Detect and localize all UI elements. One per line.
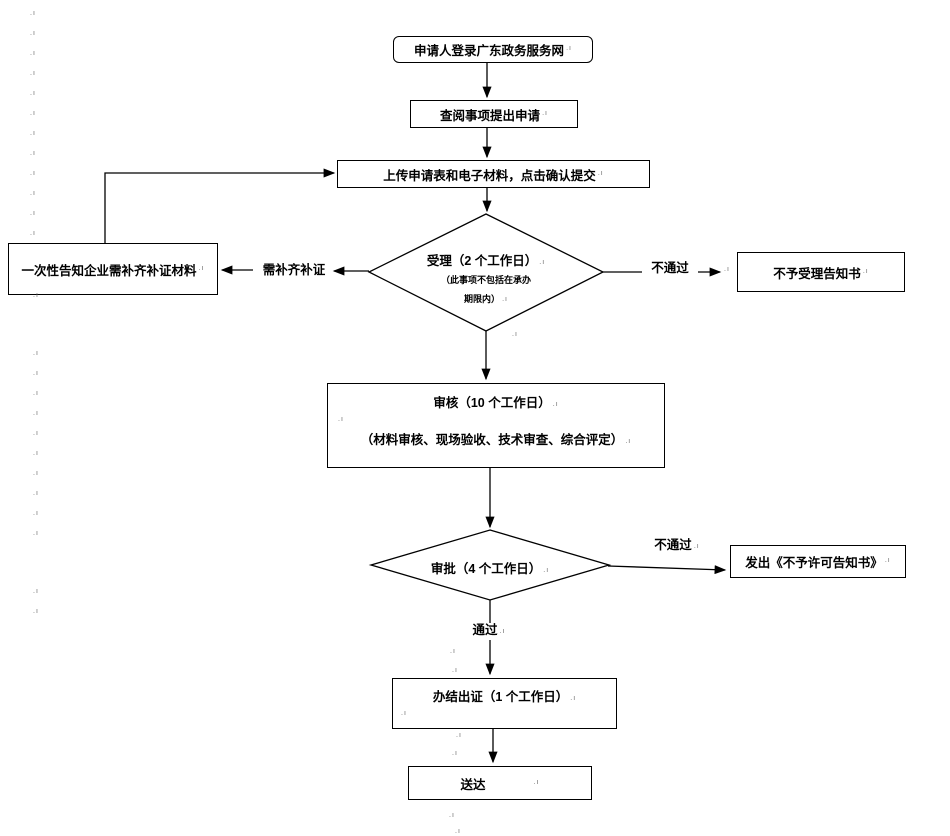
- approve-diamond-label: 审批（4 个工作日）: [430, 562, 542, 576]
- deliver-node: 送达 .ı: [408, 766, 592, 800]
- accept-diamond-shape: [367, 213, 605, 332]
- paragraph-mark: .ı: [33, 350, 39, 357]
- paragraph-mark: .ı: [33, 410, 39, 417]
- edge-notify-feedback-to-upload: [104, 168, 336, 243]
- paragraph-mark: .ı: [539, 259, 546, 266]
- deliver-label: 送达: [460, 777, 486, 792]
- review-subtitle: （材料审核、现场验收、技术审查、综合评定）: [360, 433, 624, 447]
- start-node: 申请人登录广东政务服务网.ı: [393, 36, 593, 63]
- paragraph-mark: .ı: [401, 710, 407, 717]
- paragraph-mark: .ı: [552, 401, 559, 408]
- edge-label-pass-wrap: 通过.ı: [464, 623, 514, 640]
- upload-node: 上传申请表和电子材料，点击确认提交.ı: [337, 160, 650, 188]
- deny-node: 发出《不予许可告知书》.ı: [730, 545, 906, 578]
- paragraph-mark: .ı: [625, 438, 632, 445]
- paragraph-mark: .ı: [30, 130, 36, 137]
- paragraph-mark: .ı: [33, 292, 39, 299]
- edge-label-pass: 通过: [472, 623, 498, 637]
- paragraph-mark: .ı: [30, 30, 36, 37]
- approve-diamond-shape: [368, 529, 612, 601]
- upload-label: 上传申请表和电子材料，点击确认提交: [383, 168, 596, 183]
- paragraph-mark: .ı: [456, 732, 462, 739]
- paragraph-mark: .ı: [450, 648, 456, 655]
- review-title-row: 审核（10 个工作日）.ı: [433, 392, 558, 411]
- paragraph-mark: .ı: [452, 667, 458, 674]
- paragraph-mark: .ı: [566, 45, 572, 52]
- accept-diamond-title-wrap: 受理（2 个工作日）.ı: [371, 250, 601, 269]
- paragraph-mark: .ı: [30, 170, 36, 177]
- browse-node: 查阅事项提出申请.ı: [410, 100, 578, 128]
- paragraph-mark: .ı: [30, 50, 36, 57]
- paragraph-mark: .ı: [30, 110, 36, 117]
- accept-diamond-note-line1: （此事项不包括在承办: [440, 275, 531, 285]
- paragraph-mark: .ı: [597, 169, 604, 177]
- paragraph-mark: .ı: [33, 390, 39, 397]
- edge-label-not-pass-approve: 不通过: [654, 538, 692, 552]
- start-label: 申请人登录广东政务服务网: [414, 44, 565, 58]
- complete-node: 办结出证（1 个工作日）.ı .ı: [392, 678, 617, 729]
- paragraph-mark: .ı: [449, 812, 455, 819]
- accept-diamond-title: 受理（2 个工作日）: [426, 254, 538, 268]
- no-accept-node: 不予受理告知书.ı: [737, 252, 905, 292]
- paragraph-mark: .ı: [33, 470, 39, 477]
- paragraph-mark: .ı: [33, 530, 39, 537]
- paragraph-mark: .ı: [198, 264, 205, 272]
- paragraph-mark: .ı: [33, 430, 39, 437]
- paragraph-mark: .ı: [30, 210, 36, 217]
- browse-label: 查阅事项提出申请: [440, 108, 541, 123]
- complete-title-row: 办结出证（1 个工作日）.ı: [433, 686, 576, 705]
- paragraph-mark: .ı: [862, 267, 869, 275]
- paragraph-mark: .ı: [512, 331, 518, 338]
- paragraph-mark: .ı: [33, 588, 39, 595]
- paragraph-mark: .ı: [33, 490, 39, 497]
- paragraph-mark: .ı: [33, 608, 39, 615]
- edge-label-not-pass-approve-wrap: 不通过.ı: [645, 538, 709, 555]
- deny-label: 发出《不予许可告知书》: [745, 556, 883, 570]
- paragraph-mark: .ı: [570, 695, 577, 702]
- paragraph-mark: .ı: [30, 10, 36, 17]
- paragraph-mark: .ı: [33, 450, 39, 457]
- review-title: 审核（10 个工作日）: [433, 396, 551, 410]
- edge-label-not-pass-accept: 不通过: [642, 261, 698, 276]
- review-node: 审核（10 个工作日）.ı .ı （材料审核、现场验收、技术审查、综合评定）.ı: [327, 383, 665, 468]
- accept-diamond-note-line2-wrap: 期限内）.ı: [371, 292, 601, 305]
- paragraph-mark: .ı: [30, 70, 36, 77]
- paragraph-mark: .ı: [693, 543, 700, 550]
- edge-approve-to-deny: [607, 565, 727, 575]
- paragraph-mark: .ı: [502, 296, 508, 303]
- paragraph-mark: .ı: [499, 628, 506, 635]
- paragraph-mark: .ı: [542, 109, 548, 117]
- paragraph-mark: .ı: [543, 567, 550, 574]
- notify-node: 一次性告知企业需补齐补证材料.ı: [8, 243, 218, 295]
- paragraph-mark: .ı: [30, 150, 36, 157]
- paragraph-mark: .ı: [455, 828, 461, 835]
- paragraph-mark: .ı: [30, 230, 36, 237]
- complete-label: 办结出证（1 个工作日）: [432, 690, 569, 704]
- review-subtitle-row: （材料审核、现场验收、技术审查、综合评定）.ı: [361, 429, 631, 448]
- paragraph-mark: .ı: [533, 778, 540, 786]
- paragraph-mark: .ı: [724, 266, 730, 273]
- paragraph-mark: .ı: [884, 557, 891, 564]
- notify-label: 一次性告知企业需补齐补证材料: [21, 263, 197, 278]
- paragraph-mark: .ı: [338, 416, 344, 423]
- no-accept-label: 不予受理告知书: [773, 266, 861, 281]
- paragraph-mark: .ı: [33, 370, 39, 377]
- paragraph-mark: .ı: [33, 510, 39, 517]
- paragraph-mark: .ı: [30, 190, 36, 197]
- accept-diamond-note-line2: 期限内）: [464, 294, 501, 304]
- approve-diamond-label-wrap: 审批（4 个工作日）.ı: [380, 558, 600, 577]
- paragraph-mark: .ı: [452, 750, 458, 757]
- edge-label-need-supplement: 需补齐补证: [257, 263, 331, 278]
- paragraph-mark: .ı: [30, 90, 36, 97]
